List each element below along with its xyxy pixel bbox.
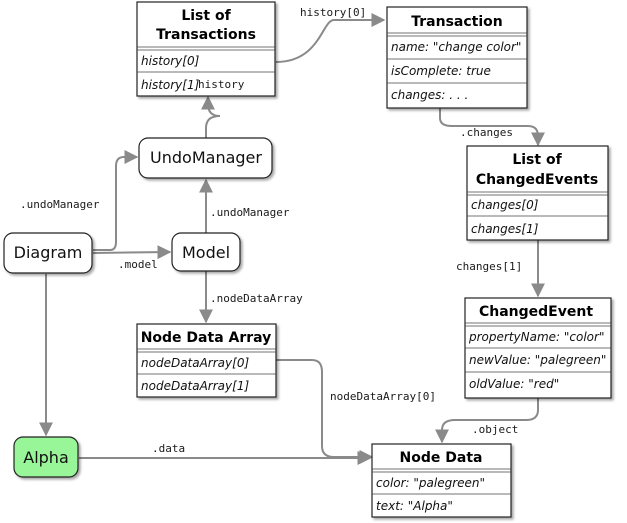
edge-diagram-model <box>92 245 172 260</box>
table-title-line2: ChangedEvents <box>476 172 598 188</box>
table-changed-event[interactable]: ChangedEvent propertyName: "color" newVa… <box>464 297 612 399</box>
table-title-line1: List of <box>512 152 562 168</box>
table-title: Node Data Array <box>141 330 272 346</box>
table-row: name: "change color" <box>391 40 521 54</box>
table-row: oldValue: "red" <box>469 377 559 391</box>
table-title-line1: List of <box>181 8 231 24</box>
edge-changes <box>439 108 545 147</box>
table-node-data-array[interactable]: Node Data Array nodeDataArray[0] nodeDat… <box>136 323 277 398</box>
edge-undo-to-history <box>201 95 221 138</box>
table-row: isComplete: true <box>391 64 491 78</box>
label-object: .object <box>472 423 518 436</box>
label-nodedataarray-index: nodeDataArray[0] <box>330 390 436 403</box>
table-row: text: "Alpha" <box>376 499 453 513</box>
table-node-data[interactable]: Node Data color: "palegreen" text: "Alph… <box>371 443 512 518</box>
table-row: newValue: "palegreen" <box>469 353 606 367</box>
table-row: history[1] <box>141 78 200 92</box>
table-transaction[interactable]: Transaction name: "change color" isCompl… <box>386 6 528 109</box>
node-undo-manager[interactable]: UndoManager <box>138 137 273 179</box>
edges <box>39 13 545 465</box>
label-changes: .changes <box>460 126 513 139</box>
label-undo-manager-diagram: .undoManager <box>20 198 100 211</box>
label-history-top: history[0] <box>300 6 366 19</box>
edge-history <box>275 13 386 63</box>
edge-labels: history[0] .undoManager .undoManager .mo… <box>20 6 522 455</box>
label-nodedataarray: .nodeDataArray <box>210 292 303 305</box>
table-title: Node Data <box>400 450 483 466</box>
table-title: Transaction <box>411 14 503 30</box>
table-row: nodeDataArray[0] <box>141 356 249 370</box>
node-alpha-label: Alpha <box>23 448 69 467</box>
label-data: .data <box>152 442 185 455</box>
edge-diagram-undomanager <box>93 150 139 251</box>
node-undo-manager-label: UndoManager <box>150 148 262 167</box>
node-model-label: Model <box>182 243 230 262</box>
table-row: nodeDataArray[1] <box>141 379 249 393</box>
table-list-of-transactions[interactable]: List of Transactions history[0] history[… <box>136 1 276 97</box>
edge-nodedataarray-index <box>276 359 374 464</box>
table-title: ChangedEvent <box>479 304 593 320</box>
table-row: history[0] <box>141 54 200 68</box>
node-diagram[interactable]: Diagram <box>3 232 93 274</box>
table-row: changes: . . . <box>391 88 468 102</box>
table-row: propertyName: "color" <box>468 330 604 344</box>
node-diagram-label: Diagram <box>14 243 83 262</box>
table-title-line2: Transactions <box>156 27 256 43</box>
table-row: changes[1] <box>471 222 539 236</box>
table-list-of-changed-events[interactable]: List of ChangedEvents changes[0] changes… <box>466 145 609 241</box>
node-model[interactable]: Model <box>171 232 241 272</box>
edge-object <box>435 398 539 444</box>
label-history-inline: history <box>198 78 245 91</box>
table-row: color: "palegreen" <box>376 476 485 490</box>
label-undo-manager-model: .undoManager <box>210 206 290 219</box>
node-alpha[interactable]: Alpha <box>13 436 79 478</box>
label-changes-index: changes[1] <box>456 260 522 273</box>
table-row: changes[0] <box>471 198 539 212</box>
label-model: .model <box>118 258 158 271</box>
